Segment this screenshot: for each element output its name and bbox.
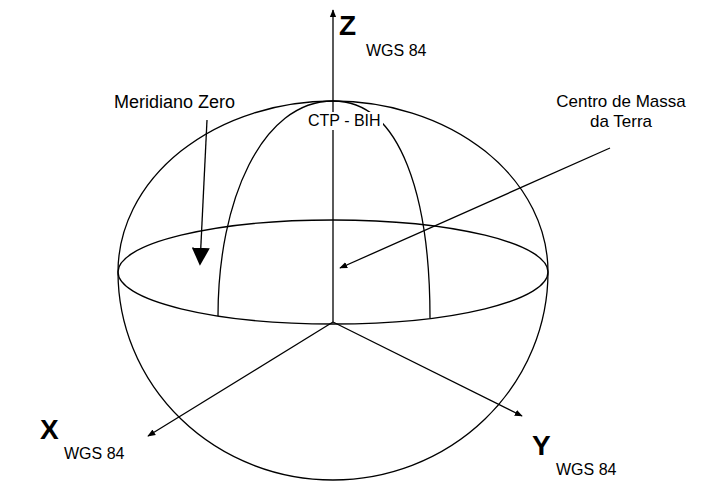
leader-line bbox=[340, 148, 610, 268]
meridian-arc bbox=[333, 101, 430, 318]
z-axis bbox=[332, 10, 333, 322]
x-axis bbox=[148, 322, 333, 436]
callout-label: Meridiano Zero bbox=[114, 92, 235, 113]
callout-label: Centro de Massa da Terra bbox=[548, 92, 694, 131]
axis-subscript: WGS 84 bbox=[366, 42, 426, 60]
axis-subscript: WGS 84 bbox=[64, 445, 124, 463]
axis-name: Z bbox=[339, 10, 356, 42]
meridian-zero-arc bbox=[218, 101, 333, 316]
leader-line bbox=[200, 120, 207, 264]
axis-subscript: WGS 84 bbox=[556, 461, 616, 479]
axis-name: Y bbox=[532, 430, 551, 462]
axis-name: X bbox=[40, 414, 59, 446]
pole-label: CTP - BIH bbox=[306, 112, 383, 130]
y-axis bbox=[333, 322, 522, 416]
